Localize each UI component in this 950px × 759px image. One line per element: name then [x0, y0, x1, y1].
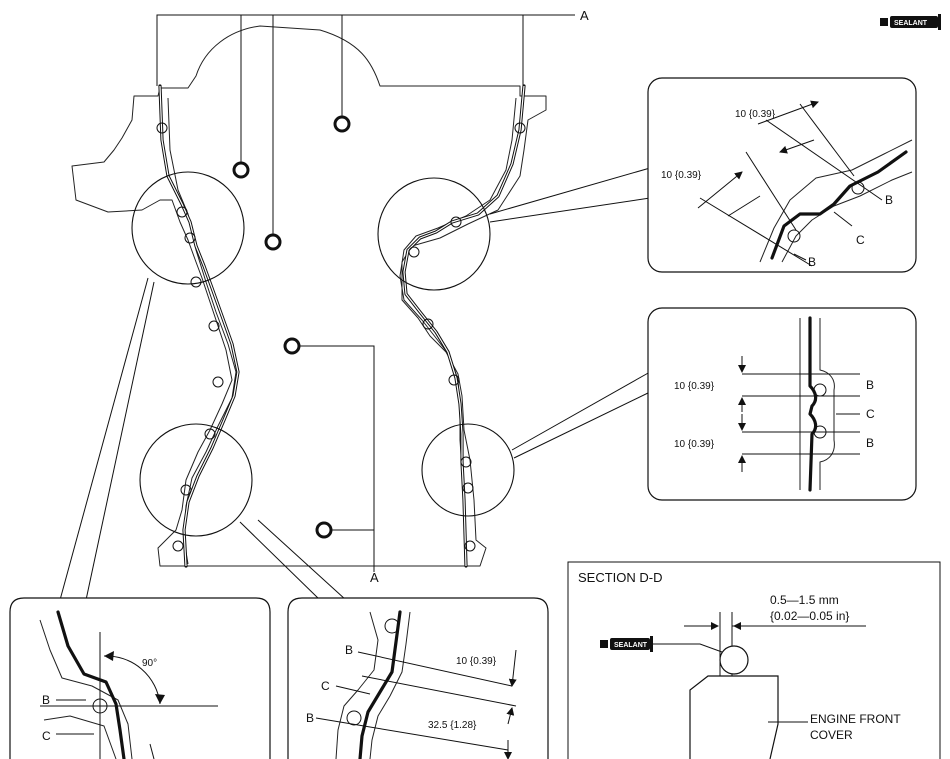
o-ring-2: [232, 161, 250, 179]
mid-right-label-b1: B: [866, 378, 874, 392]
magnifier-circle-lower-left: [139, 423, 253, 537]
engine-front-cover-section: [689, 675, 779, 759]
upper-right-dim-2: 10 {0.39}: [661, 170, 702, 181]
o-ring-1: [333, 115, 351, 133]
magnifier-circle-upper-left: [131, 171, 245, 285]
mid-right-dim-1: 10 {0.39}: [674, 381, 715, 392]
magnifier-circle-lower-right: [421, 423, 515, 517]
section-d-d: SECTION D-D 0.5—1.5 mm {0.02—0.05 in} EN…: [567, 561, 941, 759]
section-part-line2: COVER: [810, 728, 853, 742]
cover-inner-flange-right: [399, 97, 517, 565]
section-part-line1: ENGINE FRONT: [810, 712, 901, 726]
detail-bottom-mid: B C B 10 {0.39} 32.5 {1.28}: [287, 597, 549, 759]
section-sealant-label: SEALANT: [614, 642, 648, 649]
upper-right-label-c: C: [856, 233, 865, 247]
mid-right-dim-2: 10 {0.39}: [674, 439, 715, 450]
bottom-mid-label-b2: B: [306, 711, 314, 725]
bottom-mid-label-b1: B: [345, 643, 353, 657]
o-ring-4: [283, 337, 301, 355]
detail-mid-right: 10 {0.39} 10 {0.39} B C B: [647, 307, 917, 501]
bottom-left-label-b: B: [42, 693, 50, 707]
bottom-left-angle: 90°: [142, 658, 157, 669]
detail-bottom-left: 90° B C: [9, 597, 271, 759]
mid-right-label-c: C: [866, 407, 875, 421]
bottom-mid-dim-1: 10 {0.39}: [456, 656, 497, 667]
bottom-mid-dim-2: 32.5 {1.28}: [428, 720, 477, 731]
o-ring-3: [264, 233, 282, 251]
mid-right-label-b2: B: [866, 436, 874, 450]
sealant-tube-icon: SEALANT: [600, 636, 723, 653]
label-a-top: A: [580, 8, 589, 23]
cover-outline: [71, 25, 547, 567]
sealant-badge-icon: SEALANT: [880, 14, 941, 30]
bottom-left-label-c: C: [42, 729, 51, 743]
bottom-mid-label-c: C: [321, 679, 330, 693]
main-cover-view: A A: [59, 8, 651, 601]
detail-upper-right: 10 {0.39} 10 {0.39} B C B: [647, 77, 917, 273]
upper-right-label-b1: B: [885, 193, 893, 207]
o-ring-holes: [232, 115, 351, 539]
flange-bolt-holes: [156, 122, 526, 552]
section-gap-in: {0.02—0.05 in}: [770, 609, 849, 623]
magnifier-circle-upper-right: [377, 177, 491, 291]
right-sealant-bead-core: [403, 85, 525, 567]
upper-right-dim-1: 10 {0.39}: [735, 109, 776, 120]
cover-inner-flange: [167, 97, 237, 565]
leader-lines-a-bottom: [300, 345, 375, 572]
upper-right-label-b2: B: [808, 255, 816, 269]
o-ring-5: [315, 521, 333, 539]
leader-lines-a-top: [156, 14, 575, 234]
magnifier-connectors: [59, 167, 651, 601]
left-sealant-bead-core: [159, 85, 239, 567]
label-a-bottom: A: [370, 570, 379, 585]
section-gap-mm: 0.5—1.5 mm: [770, 593, 839, 607]
sealant-badge-label: SEALANT: [894, 20, 928, 27]
sealant-bead-section: [719, 645, 749, 675]
section-title: SECTION D-D: [578, 570, 663, 585]
